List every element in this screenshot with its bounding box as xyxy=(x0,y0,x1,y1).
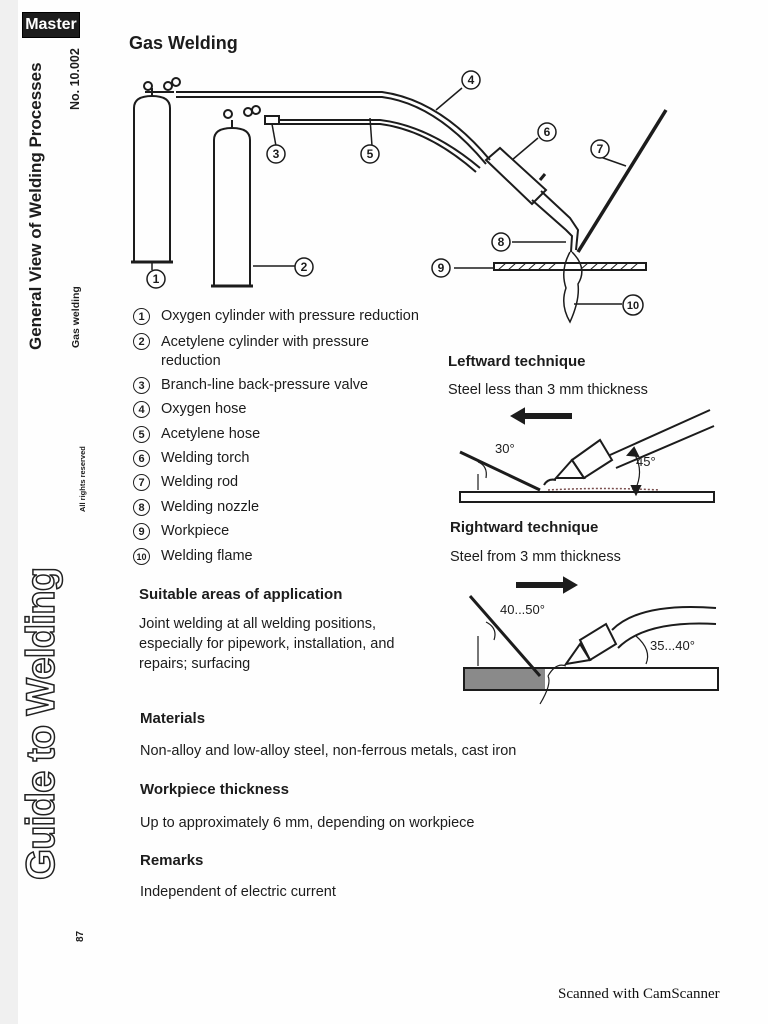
diagram-label-10: 10 xyxy=(622,294,644,316)
brand-badge: Master xyxy=(22,12,80,38)
oxygen-hose xyxy=(176,91,491,161)
diagram-label-3: 3 xyxy=(266,144,286,164)
thickness-text: Up to approximately 6 mm, depending on w… xyxy=(140,815,475,831)
svg-text:7: 7 xyxy=(597,142,604,156)
application-text: Joint welding at all welding positions, … xyxy=(139,616,395,672)
diagram-label-5: 5 xyxy=(360,144,380,164)
leftward-diagram: 30° 45° xyxy=(459,407,715,503)
welding-torch xyxy=(484,146,548,206)
svg-text:2: 2 xyxy=(301,260,308,274)
diagram-label-2: 2 xyxy=(294,257,314,277)
scanner-watermark: Scanned with CamScanner xyxy=(558,986,720,1002)
svg-text:3: 3 xyxy=(273,147,280,161)
leftward-note: Steel less than 3 mm thickness xyxy=(448,382,648,398)
thickness-heading: Workpiece thickness xyxy=(140,781,289,798)
svg-text:4: 4 xyxy=(468,73,475,87)
application-heading: Suitable areas of application xyxy=(139,586,343,603)
svg-text:5: 5 xyxy=(367,147,374,161)
leftward-rod-angle: 30° xyxy=(495,441,515,456)
scan-edge xyxy=(0,0,18,1024)
diagram-label-4: 4 xyxy=(461,70,481,90)
svg-text:10: 10 xyxy=(627,300,639,312)
diagram-label-7: 7 xyxy=(590,139,610,159)
acetylene-cylinder xyxy=(213,126,251,287)
rightward-note: Steel from 3 mm thickness xyxy=(450,549,621,565)
rightward-torch-angle: 35...40° xyxy=(650,638,695,653)
diagram-label-9: 9 xyxy=(431,258,451,278)
remarks-text: Independent of electric current xyxy=(140,884,336,900)
guide-logo: Guide to Welding xyxy=(18,567,64,881)
rightward-rod-angle: 40...50° xyxy=(500,602,545,617)
page-title: Gas Welding xyxy=(129,33,238,53)
rightward-rod xyxy=(468,595,542,677)
leftward-heading: Leftward technique xyxy=(448,353,586,370)
materials-text: Non-alloy and low-alloy steel, non-ferro… xyxy=(140,743,517,759)
rights-label: All rights reserved xyxy=(78,446,87,512)
svg-text:1: 1 xyxy=(153,272,160,286)
leftward-workpiece xyxy=(459,491,715,503)
remarks-heading: Remarks xyxy=(140,852,204,869)
svg-text:6: 6 xyxy=(544,125,551,139)
diagram-label-8: 8 xyxy=(491,232,511,252)
leftward-torch-angle: 45° xyxy=(636,454,656,469)
diagram-label-6: 6 xyxy=(537,122,557,142)
subject-label: Gas welding xyxy=(70,286,82,348)
rightward-diagram: 40...50° 35...40° xyxy=(463,576,719,705)
svg-text:8: 8 xyxy=(498,235,505,249)
page-number: 87 xyxy=(75,930,86,942)
doc-number: No. 10.002 xyxy=(68,48,82,110)
diagram-label-1: 1 xyxy=(146,269,166,289)
oxygen-cylinder xyxy=(133,94,171,263)
series-title: General View of Welding Processes xyxy=(26,62,45,350)
svg-text:9: 9 xyxy=(438,261,445,275)
welding-flame xyxy=(563,251,583,324)
leftward-torch xyxy=(609,409,715,469)
acetylene-hose xyxy=(279,119,481,169)
welding-rod xyxy=(576,109,668,253)
equipment-diagram: 1 2 3 4 5 6 7 8 9 10 xyxy=(131,70,668,324)
rightward-heading: Rightward technique xyxy=(450,519,599,536)
materials-heading: Materials xyxy=(140,710,206,727)
rightward-torch xyxy=(611,605,717,649)
welding-nozzle xyxy=(531,190,580,253)
leftward-rod xyxy=(459,450,541,492)
